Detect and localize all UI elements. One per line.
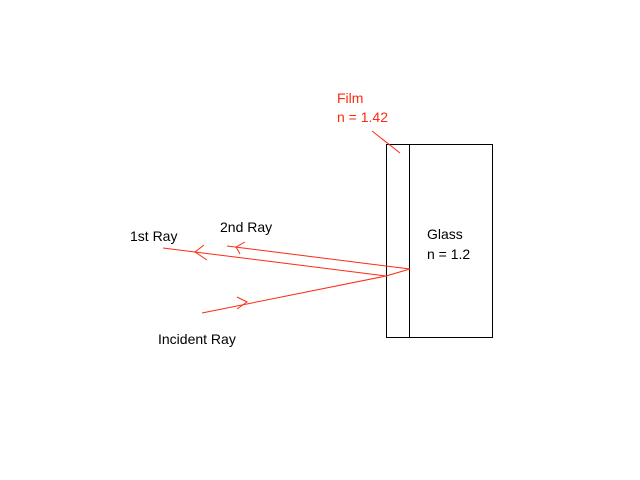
- refracted-ray-in-film: [385, 268, 411, 277]
- second-ray-arrow-icon: [235, 241, 246, 255]
- film-name-label: Film: [337, 90, 364, 106]
- incident-ray: [201, 275, 387, 314]
- glass-index-label: n = 1.2: [427, 246, 471, 262]
- second-reflected-ray: [226, 245, 411, 270]
- glass-name-label: Glass: [427, 226, 463, 242]
- first-reflected-ray: [162, 247, 387, 277]
- incident-arrow-icon: [236, 296, 248, 310]
- film-pointer-line: [371, 130, 401, 154]
- first-ray-label: 1st Ray: [130, 228, 178, 244]
- incident-ray-label: Incident Ray: [158, 331, 236, 347]
- first-ray-arrow-icon: [194, 244, 208, 261]
- second-ray-label: 2nd Ray: [220, 219, 273, 235]
- film-index-label: n = 1.42: [337, 109, 388, 125]
- glass-block: [409, 144, 493, 338]
- film-layer: [386, 144, 410, 338]
